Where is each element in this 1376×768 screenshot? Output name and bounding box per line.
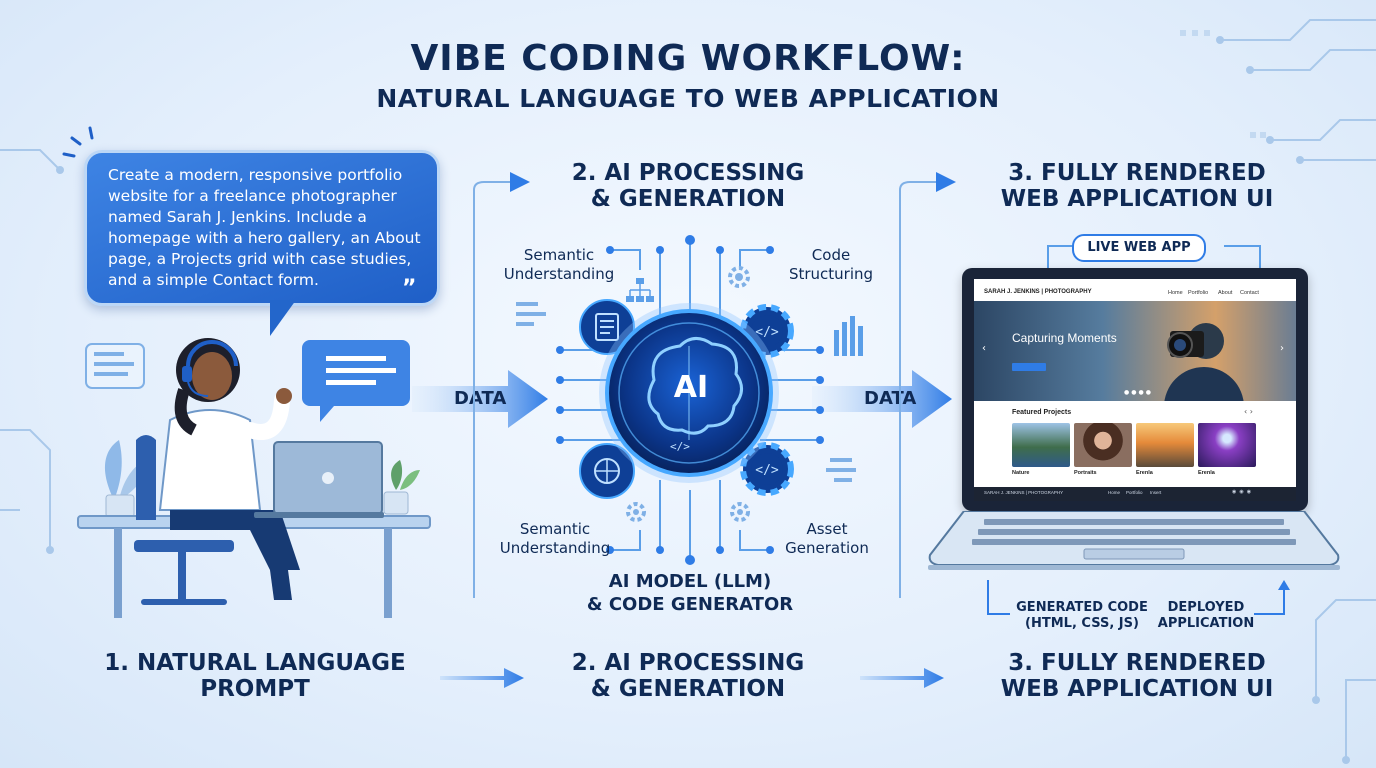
svg-text:</>: </>	[755, 463, 779, 478]
bar-chart-icon	[834, 316, 863, 356]
code-gear-icon-top: </>	[740, 304, 794, 358]
project-thumb-nature[interactable]	[1012, 423, 1070, 467]
connector-arrow-to-web	[899, 172, 956, 598]
hero-title: Capturing Moments	[1012, 331, 1117, 345]
ai-model-label: AI MODEL (LLM) & CODE GENERATOR	[586, 571, 794, 615]
footer-social-icons[interactable]: ◉◉◉	[1232, 489, 1255, 495]
subtitle: NATURAL LANGUAGE TO WEB APPLICATION	[376, 84, 1000, 113]
nav-portfolio[interactable]: Portfolio	[1188, 290, 1209, 296]
hero-banner	[974, 301, 1296, 401]
main-title: VIBE CODING WORKFLOW:	[410, 38, 966, 79]
footer-link-3[interactable]: Insert	[1150, 490, 1162, 495]
gear-icon-bottom-left	[626, 502, 646, 522]
data-arrow-right	[812, 370, 952, 428]
data-label-left: DATA	[454, 388, 507, 409]
hero-cta-button[interactable]	[1012, 363, 1046, 371]
attention-marks-icon	[62, 126, 94, 158]
prompt-bubble-tail	[270, 300, 296, 336]
bottom-arrow-2	[860, 668, 944, 688]
ai-hub-circuitry	[516, 235, 863, 565]
project-thumb-portraits[interactable]	[1074, 423, 1132, 467]
footer-link-1[interactable]: Home	[1108, 490, 1121, 495]
generated-code-note: GENERATED CODE (HTML, CSS, JS)	[1016, 600, 1148, 631]
gear-icon-bottom-right	[730, 502, 750, 522]
connector-arrow-to-ai	[473, 172, 530, 598]
footer-brand: SARAH J. JENKINS | PHOTOGRAPHY	[984, 490, 1064, 495]
step3-heading: 3. FULLY RENDERED WEB APPLICATION UI	[1000, 650, 1274, 702]
label-semantic-understanding-bottom: Semantic Understanding	[499, 520, 611, 557]
chat-icon-small	[85, 343, 145, 389]
circuit-decoration-top-right	[1180, 19, 1376, 164]
ai-processing-heading-top: 2. AI PROCESSING & GENERATION	[571, 160, 805, 212]
data-label-right: DATA	[864, 388, 917, 409]
circuit-decoration-bottom-right	[1312, 599, 1376, 764]
prompt-text: Create a modern, responsive portfolio we…	[108, 166, 421, 289]
label-code-structuring: Code Structuring	[788, 246, 874, 283]
globe-gear-icon-bottom	[579, 443, 635, 499]
footer-link-2[interactable]: Portfolio	[1126, 490, 1143, 495]
laptop-keyboard-base	[928, 511, 1340, 570]
project-thumb-sunset[interactable]	[1136, 423, 1194, 467]
nav-home[interactable]: Home	[1168, 290, 1183, 296]
projects-nav-icon[interactable]: ‹ ›	[1244, 407, 1253, 416]
bottom-arrow-1	[440, 668, 524, 688]
fully-rendered-heading-top: 3. FULLY RENDERED WEB APPLICATION UI	[1000, 160, 1274, 212]
hero-pager-dots: ●●●●	[1124, 389, 1153, 396]
chat-icon-large	[302, 340, 410, 422]
gear-icon-top-left	[728, 266, 750, 288]
svg-text:</>: </>	[755, 325, 779, 340]
prompt-bubble	[84, 150, 440, 306]
person-at-laptop-illustration	[77, 338, 431, 618]
thumb-label-3: Erenla	[1136, 470, 1153, 476]
svg-text:</>: </>	[670, 440, 690, 453]
photographer-hero-image	[1164, 323, 1244, 401]
web-app-screen: SARAH J. JENKINS | PHOTOGRAPHY Home Port…	[974, 279, 1296, 501]
nav-about[interactable]: About	[1218, 290, 1233, 296]
ai-core-label: AI	[673, 370, 709, 405]
document-icon-circle	[579, 299, 635, 355]
site-brand: SARAH J. JENKINS | PHOTOGRAPHY	[984, 289, 1092, 295]
code-gear-icon-bottom: </>	[740, 442, 794, 496]
sitemap-icon	[626, 278, 654, 302]
label-asset-generation: Asset Generation	[785, 520, 869, 557]
thumb-label-2: Portraits	[1074, 470, 1097, 476]
deployed-application-note: DEPLOYED APPLICATION	[1157, 600, 1255, 631]
thumb-label-4: Erenla	[1198, 470, 1215, 476]
site-footer	[974, 487, 1296, 501]
thumb-label-1: Nature	[1012, 470, 1030, 476]
nav-contact[interactable]: Contact	[1240, 290, 1259, 296]
project-thumb-concert[interactable]	[1198, 423, 1256, 467]
hero-next-arrow-icon[interactable]: ›	[1280, 343, 1284, 354]
step1-heading: 1. NATURAL LANGUAGE PROMPT	[104, 650, 406, 702]
step2-heading: 2. AI PROCESSING & GENERATION	[571, 650, 805, 702]
circuit-decoration-left	[0, 149, 64, 554]
data-arrow-left	[412, 370, 548, 428]
live-web-app-badge: LIVE WEB APP	[1072, 234, 1206, 262]
ai-brain-core: </>	[599, 303, 779, 483]
quote-mark-icon: ”	[402, 276, 417, 301]
hero-prev-arrow-icon[interactable]: ‹	[982, 343, 986, 354]
label-semantic-understanding-top: Semantic Understanding	[503, 246, 615, 283]
code-deploy-connector	[987, 580, 1290, 615]
featured-projects-title: Featured Projects	[1012, 409, 1072, 416]
